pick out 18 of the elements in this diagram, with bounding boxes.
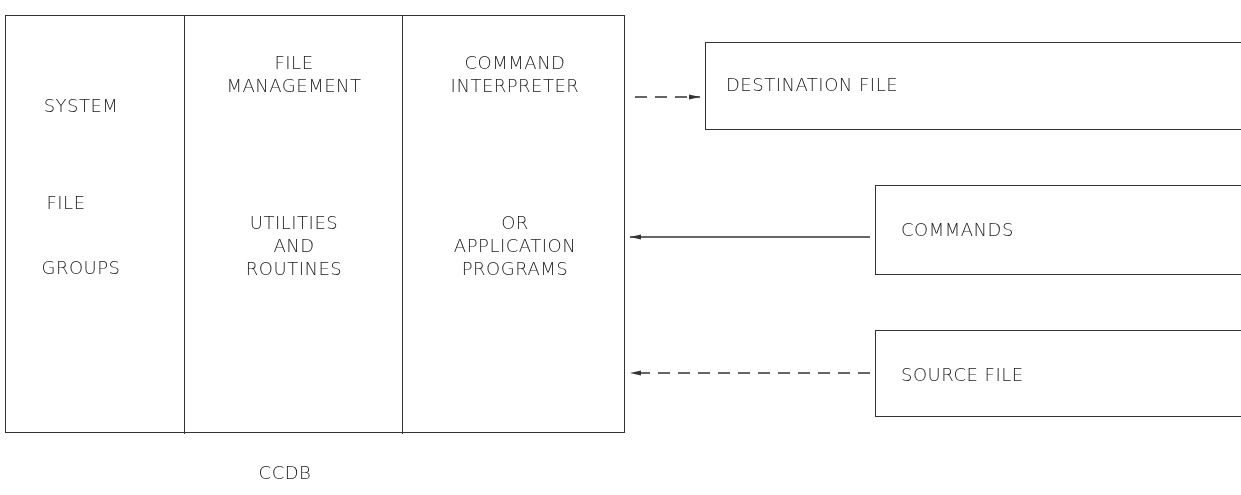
column-label: FILE — [45, 191, 87, 214]
column-label: SYSTEM — [42, 94, 120, 117]
column-label: GROUPS — [40, 256, 122, 279]
dashed-arrow — [634, 94, 701, 100]
arrow — [629, 234, 871, 240]
box-label: DESTINATION FILE — [726, 73, 900, 96]
column-label: FILE MANAGEMENT — [225, 51, 363, 97]
input-box — [875, 185, 1241, 275]
box-label: SOURCE FILE — [901, 363, 1025, 386]
column-label: OR APPLICATION PROGRAMS — [452, 211, 578, 280]
file-box — [875, 330, 1241, 417]
system-block — [5, 15, 625, 433]
system-name: CCDB — [257, 461, 313, 484]
box-label: COMMANDS — [901, 218, 1015, 241]
dashed-arrow — [629, 370, 871, 376]
column-label: COMMAND INTERPRETER — [449, 51, 581, 97]
column-label: UTILITIES AND ROUTINES — [244, 211, 344, 280]
file-box — [705, 42, 1241, 130]
